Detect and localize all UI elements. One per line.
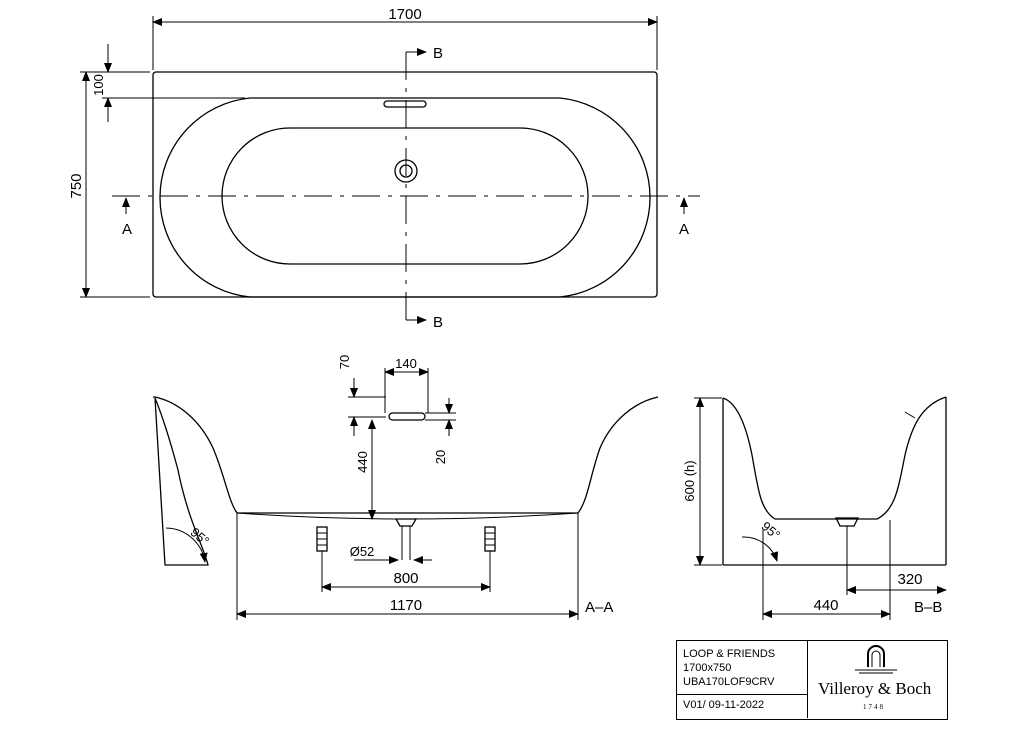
- basin-floor: [236, 512, 579, 520]
- top-view-outline: [152, 71, 658, 298]
- title-block-row-divider: [676, 694, 807, 695]
- title-block-divider: [676, 640, 808, 718]
- section-mark-a-right: A: [679, 221, 689, 238]
- section-label-aa: A–A: [585, 599, 613, 616]
- foot-left: [316, 526, 328, 592]
- brand-name: Villeroy & Boch: [818, 679, 932, 698]
- version-date: V01/ 09-11-2022: [683, 699, 765, 711]
- dim-label-overflow-height: 20: [433, 450, 448, 464]
- drain-fitting-bb: [834, 517, 860, 527]
- product-size: 1700x750: [683, 662, 732, 674]
- foot-right: [484, 526, 496, 592]
- overflow-fitting: [388, 412, 426, 421]
- tub-basin-outline: [221, 127, 589, 265]
- section-bb-view: [694, 396, 947, 620]
- section-aa-view: [153, 368, 659, 620]
- brand-year: 1748: [863, 703, 885, 711]
- dim-label-length: 1700: [388, 6, 421, 23]
- top-view: [80, 16, 700, 325]
- dim-label-drain-diameter: Ø52: [350, 544, 375, 559]
- dim-label-rim: 100: [91, 74, 106, 96]
- dim-label-height: 600 (h): [682, 460, 697, 501]
- title-block: [676, 640, 948, 720]
- section-mark-b-bottom: B: [433, 314, 443, 331]
- drain-fitting-aa: [394, 518, 418, 527]
- dim-label-width: 750: [68, 173, 85, 198]
- tub-profile-bb: [722, 396, 947, 520]
- dim-label-side-base: 440: [813, 597, 838, 614]
- dim-label-side-drain: 320: [897, 571, 922, 588]
- angle-label-side: 95°: [759, 518, 784, 542]
- tub-rim-outline: [159, 97, 651, 298]
- section-label-bb: B–B: [914, 599, 942, 616]
- dim-label-overflow-width: 140: [395, 356, 417, 371]
- dim-label-drain-depth: 440: [355, 451, 370, 473]
- dim-label-feet-spacing: 800: [393, 570, 418, 587]
- angle-label-left: 95°: [188, 524, 213, 548]
- dim-label-overflow-offset: 70: [337, 355, 352, 369]
- section-mark-a-left: A: [122, 221, 132, 238]
- product-name: LOOP & FRIENDS: [683, 648, 776, 660]
- tub-profile-aa: [153, 396, 659, 514]
- overflow-slot: [383, 100, 427, 108]
- product-code: UBA170LOF9CRV: [683, 676, 775, 688]
- section-mark-b-top: B: [433, 45, 443, 62]
- dim-label-base-length: 1170: [390, 597, 422, 614]
